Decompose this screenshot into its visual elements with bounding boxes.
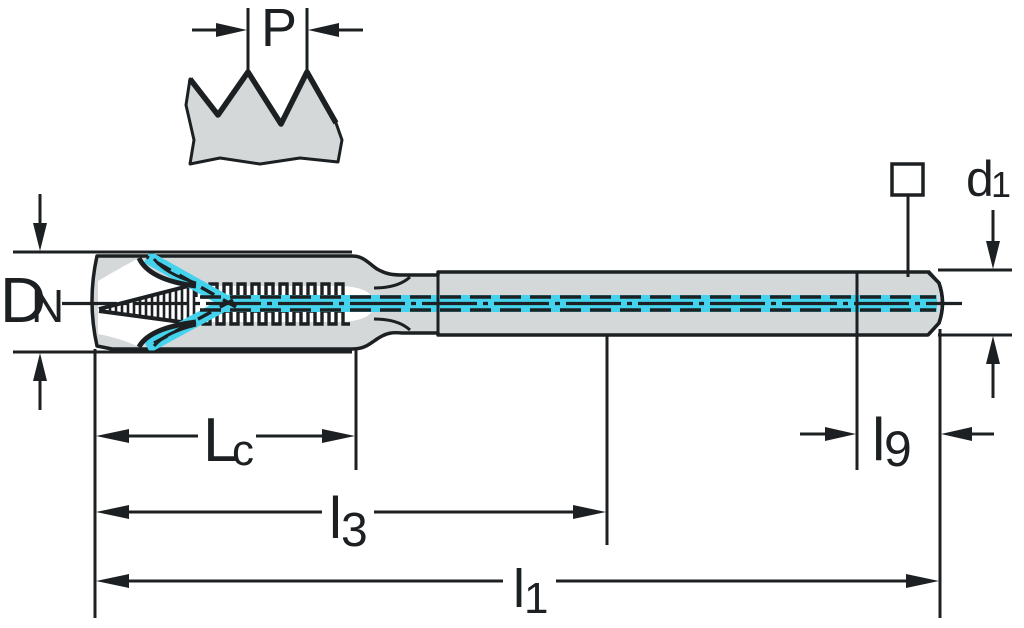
d1-label-sub: 1 [991,164,1011,205]
square-drive-symbol [890,162,925,197]
l9-arrow-left-in [941,427,972,441]
DN-label-sub: N [31,280,64,332]
flute-runout-lower [373,317,412,332]
l9-label-main: l [872,406,885,473]
Lc-arrow-right [322,429,355,443]
DN-extension-lines [13,250,352,354]
dimension-l1: l 1 [96,559,939,623]
dimension-l9: l 9 [800,406,994,477]
flute-front-upper [136,256,197,289]
pitch-extension-lines [246,8,309,70]
l9-label-sub: 9 [884,421,912,477]
dimension-Lc: L c [96,406,355,475]
thread-pitch-detail: P [184,0,363,166]
DN-arrow-up [33,353,47,381]
l3-label-main: l [329,486,342,551]
flute-runout-upper [373,275,412,290]
d1-label-main: d [966,151,994,207]
shank-end-face [926,269,945,337]
d1-arrow-down [986,241,1000,269]
flute-front-upper-echo [152,258,197,285]
l3-arrow-right [573,505,606,519]
d1-extension-lines [938,268,1012,337]
l9-arrow-right-in [825,427,856,441]
l1-arrow-right [906,574,939,588]
Lc-label-sub: c [232,426,254,475]
dimension-DN: D N [0,194,352,410]
Lc-arrow-left [96,429,129,443]
DN-label-main: D [0,264,46,336]
l1-arrow-left [96,574,129,588]
thread-profile-shape [184,70,344,166]
bottom-extension-lines [93,329,942,618]
dimension-d1: d 1 [890,151,1012,398]
pitch-arrow-right [308,23,339,37]
DN-arrow-down [33,223,47,251]
pitch-label: P [261,0,297,58]
tap-body [62,251,962,353]
dimension-l3: l 3 [96,486,606,557]
l1-label-main: l [513,559,525,619]
l3-label-sub: 3 [341,504,368,557]
Lc-label-main: L [203,406,237,475]
d1-arrow-up [986,336,1000,364]
l1-label-sub: 1 [524,574,548,623]
flute-front-lower [136,319,197,349]
flute-front-lower-echo [152,323,197,348]
thread-profile-edge [187,69,339,127]
l3-arrow-left [96,505,129,519]
pitch-arrow-left [216,23,247,37]
